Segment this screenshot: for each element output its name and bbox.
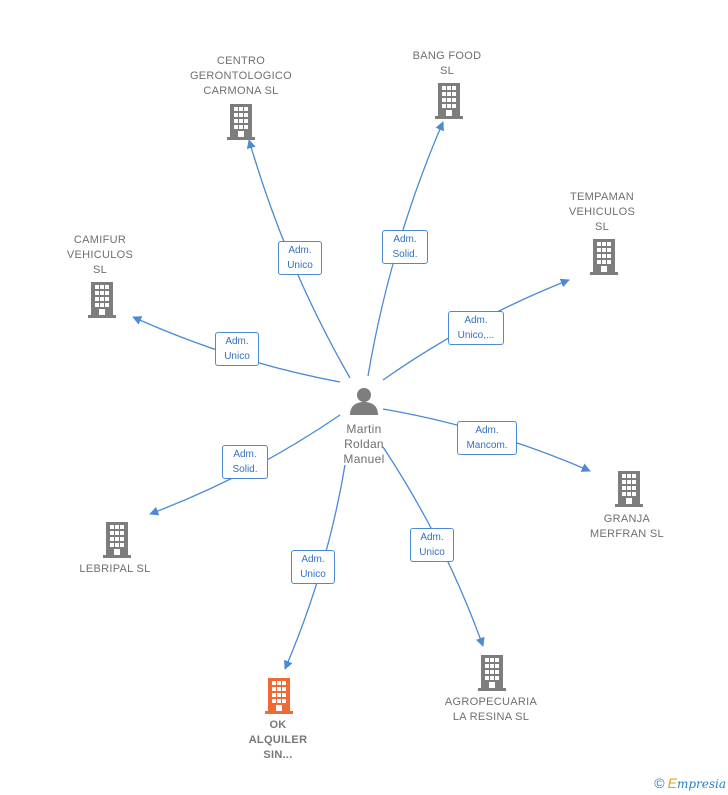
role-label-granja: Adm. Mancom. — [457, 421, 517, 455]
copyright-symbol: © — [654, 775, 665, 791]
company-name-centro[interactable]: CENTRO GERONTOLOGICO CARMONA SL — [189, 55, 293, 97]
role-label-ok: Adm. Unico — [291, 550, 335, 584]
role-label-tempaman: Adm. Unico,... — [448, 311, 504, 345]
role-label-camifur: Adm. Unico — [215, 332, 259, 366]
company-name-granja[interactable]: GRANJA MERFRAN SL — [590, 513, 664, 540]
company-name-bang[interactable]: BANG FOOD SL — [412, 50, 482, 77]
role-label-centro: Adm. Unico — [278, 241, 322, 275]
building-icon[interactable] — [615, 471, 643, 507]
building-icon[interactable] — [435, 83, 463, 119]
building-icon[interactable] — [88, 282, 116, 318]
role-label-agro: Adm. Unico — [410, 528, 454, 562]
footer-brand: ©Empresia — [654, 775, 726, 791]
brand-name: mpresia — [676, 777, 726, 791]
person-icon — [350, 388, 378, 415]
company-name-lebripal[interactable]: LEBRIPAL SL — [79, 563, 151, 575]
company-name-agro[interactable]: AGROPECUARIA LA RESINA SL — [444, 696, 538, 723]
building-icon[interactable] — [227, 104, 255, 140]
building-icon[interactable] — [478, 655, 506, 691]
building-icon[interactable] — [103, 522, 131, 558]
role-label-lebripal: Adm. Solid. — [222, 445, 268, 479]
company-name-tempaman[interactable]: TEMPAMAN VEHICULOS SL — [568, 191, 636, 233]
building-icon[interactable] — [265, 678, 293, 714]
building-icon[interactable] — [590, 239, 618, 275]
company-name-camifur[interactable]: CAMIFUR VEHICULOS SL — [66, 234, 134, 276]
role-label-bang: Adm. Solid. — [382, 230, 428, 264]
brand-initial: E — [667, 775, 677, 791]
center-person-name[interactable]: Martin Roldan Manuel — [343, 422, 385, 466]
company-name-ok[interactable]: OK ALQUILER SIN... — [248, 719, 308, 761]
